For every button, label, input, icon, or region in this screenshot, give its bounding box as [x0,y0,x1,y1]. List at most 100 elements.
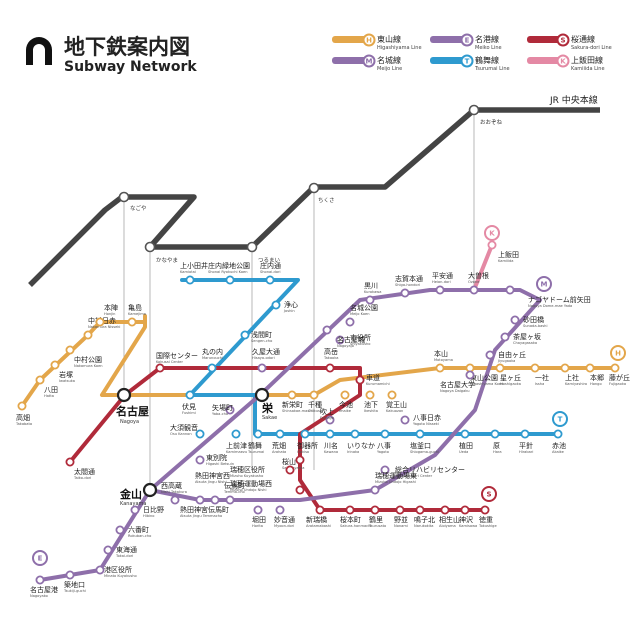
station-label-jp: 本郷 [590,373,604,382]
station-label-jp: 名古屋港 [30,585,58,594]
legend-meiko: E 名港線 Meiko Line [430,33,502,51]
station-label-en: Kurokawa [364,290,381,294]
station-label-en: Kawana [324,450,338,454]
station-marker [295,455,305,465]
station-label-en: Higashi Betsuin [206,462,234,466]
station-label-en: Nakamura Koen [74,364,103,368]
station-label-en: Kamisawa [459,524,477,528]
station-label-en: Sengen-cho [251,339,272,343]
station-label-jp: 赤池 [552,441,566,450]
station-label-jp: 八田 [44,386,58,394]
station-label-en: Hatta [44,394,54,398]
station-label-jp: 伏見 [182,402,196,411]
station-label-jp: 平安通 [432,271,453,280]
station-label-en: Mizuho Undojo Nishi [230,488,266,492]
station-label-jp: 久屋大通 [252,347,280,356]
station-label-jp: 鶴舞 [248,441,262,450]
hub-label-jp: 栄 [261,401,274,415]
station-label-en: Ozone [468,280,480,284]
station-label-en: Nonami [394,524,408,528]
station-marker [365,390,375,400]
station-label-en: Fushimi [182,411,196,415]
station-marker [400,415,410,425]
station-label-jp: 瑞穂運動場東 [375,471,417,480]
station-label-jp: 名城公園 [350,303,378,312]
station-label-en: Atsuta Jingu Temmacho [180,514,222,518]
station-label-jp: 今池 [339,400,353,409]
legend-code: K [560,58,566,66]
station-label-jp: 東山公園 [470,373,498,382]
station-label-en: Nagoyajo [337,344,354,348]
station-marker [295,485,305,495]
station-marker [265,275,275,285]
station-label-en: Narukokita [414,524,434,528]
station-label-en: Shonai Ryokuchi Koen [208,270,248,274]
station-label-en: Imaike [339,409,352,413]
station-label-jp: 桜本町 [340,515,361,524]
station-label-jp: 本山 [434,349,448,358]
station-label-jp: 港区役所 [104,565,132,574]
station-label-jp: 築地口 [64,580,85,589]
station-label-en: Tsurumai [247,450,264,454]
map-title-jp: 地下鉄案内図 [64,35,190,59]
station-label-en: Kamiotai [180,270,196,274]
legend-line-en: Sakura-dori Line [571,45,612,51]
station-label-jp: 川名 [324,441,338,450]
station-label-jp: 高岳 [324,347,338,356]
station-label-en: Honjin [104,312,115,316]
station-label-jp: 塩釜口 [410,441,431,450]
station-label-jp: 瑞穂運動場西 [230,479,272,488]
station-label-jp: 大須観音 [170,423,198,432]
station-label-en: Shiyakusho [350,342,370,346]
station-marker [253,429,263,439]
station-label-jp: ナゴヤドーム前矢田 [528,295,591,304]
station-marker [275,429,285,439]
station-label-jp: 車道 [366,373,380,382]
station-label-jp: 日比野 [143,505,164,514]
station-marker [127,317,137,327]
hub-station-sakae: 栄 Sakae [254,387,277,421]
meijo-line [148,288,542,502]
station-label-jp: 上前津 [226,441,247,450]
meiko-badge: E [38,555,43,563]
station-label-en: Hibino [143,514,154,518]
station-label-jp: 庄内緑地公園 [208,261,250,270]
station-label-en: Shinsakae-machi [282,409,313,413]
station-label-jp: 熱田神宮伝馬町 [180,505,229,514]
hub-label-jp: 名古屋 [116,404,149,418]
station-label-en: Hara [493,450,502,454]
station-marker [335,335,345,345]
hub-label-jp: 金山 [119,487,142,501]
station-label-en: Myoon-dori [274,524,294,528]
station-marker [500,332,510,342]
station-marker [380,429,390,439]
station-label-jp: 八事 [377,441,391,450]
station-label-en: Issha [535,382,544,386]
station-label-en: Kamiiida [498,259,513,263]
station-label-en: Nagoya Daigaku [440,389,470,393]
station-label-jp: 黒川 [364,282,378,290]
station-label-jp: 神沢 [459,515,473,524]
